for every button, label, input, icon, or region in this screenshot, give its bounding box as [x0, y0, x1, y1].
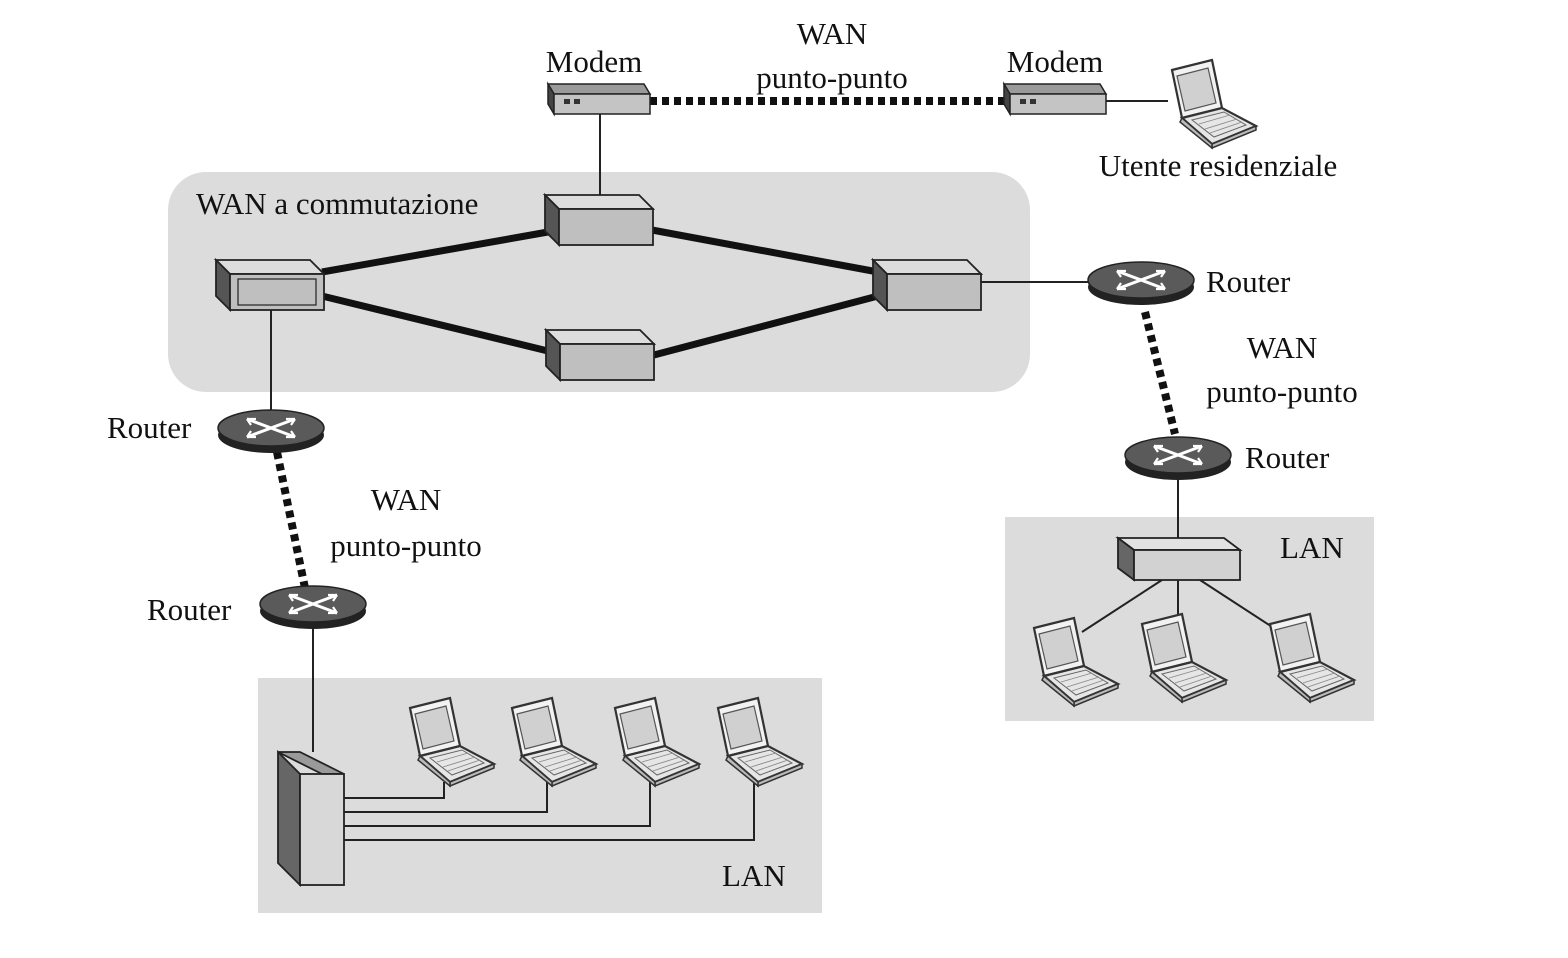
switch-icon [870, 257, 984, 313]
laptop-icon [1170, 58, 1258, 150]
label-router-right-bottom: Router [1245, 440, 1330, 475]
label-lan-right: LAN [1280, 530, 1344, 565]
label-router-left-top: Router [107, 410, 192, 445]
switch-icon [543, 327, 657, 383]
modem-icon [546, 81, 652, 117]
label-modem-left: Modem [546, 44, 642, 79]
switch-icon [542, 192, 656, 248]
label-lan-left: LAN [722, 858, 786, 893]
switched-wan-links [321, 226, 879, 359]
label-wan-right-2: punto-punto [1206, 374, 1358, 409]
label-wan-right-1: WAN [1247, 330, 1318, 365]
label-wan-left-1: WAN [371, 482, 442, 517]
switch-icon [213, 257, 327, 313]
point-to-point-links [273, 97, 1179, 589]
label-residential-user: Utente residenziale [1099, 148, 1337, 183]
switched-wan-region [168, 172, 1030, 392]
router-icon [258, 584, 368, 631]
label-router-left-bottom: Router [147, 592, 232, 627]
label-wan-top-1: WAN [797, 16, 868, 51]
label-router-right-top: Router [1206, 264, 1291, 299]
switch-icon [1115, 536, 1243, 582]
label-switched-wan: WAN a commutazione [196, 186, 478, 221]
server-icon [277, 749, 345, 888]
router-icon [1123, 435, 1233, 482]
label-modem-right: Modem [1007, 44, 1103, 79]
modem-icon [1002, 81, 1108, 117]
thin-links [270, 100, 1281, 841]
router-icon [216, 408, 326, 455]
label-wan-top-2: punto-punto [756, 60, 908, 95]
label-wan-left-2: punto-punto [330, 528, 482, 563]
router-icon [1086, 260, 1196, 307]
